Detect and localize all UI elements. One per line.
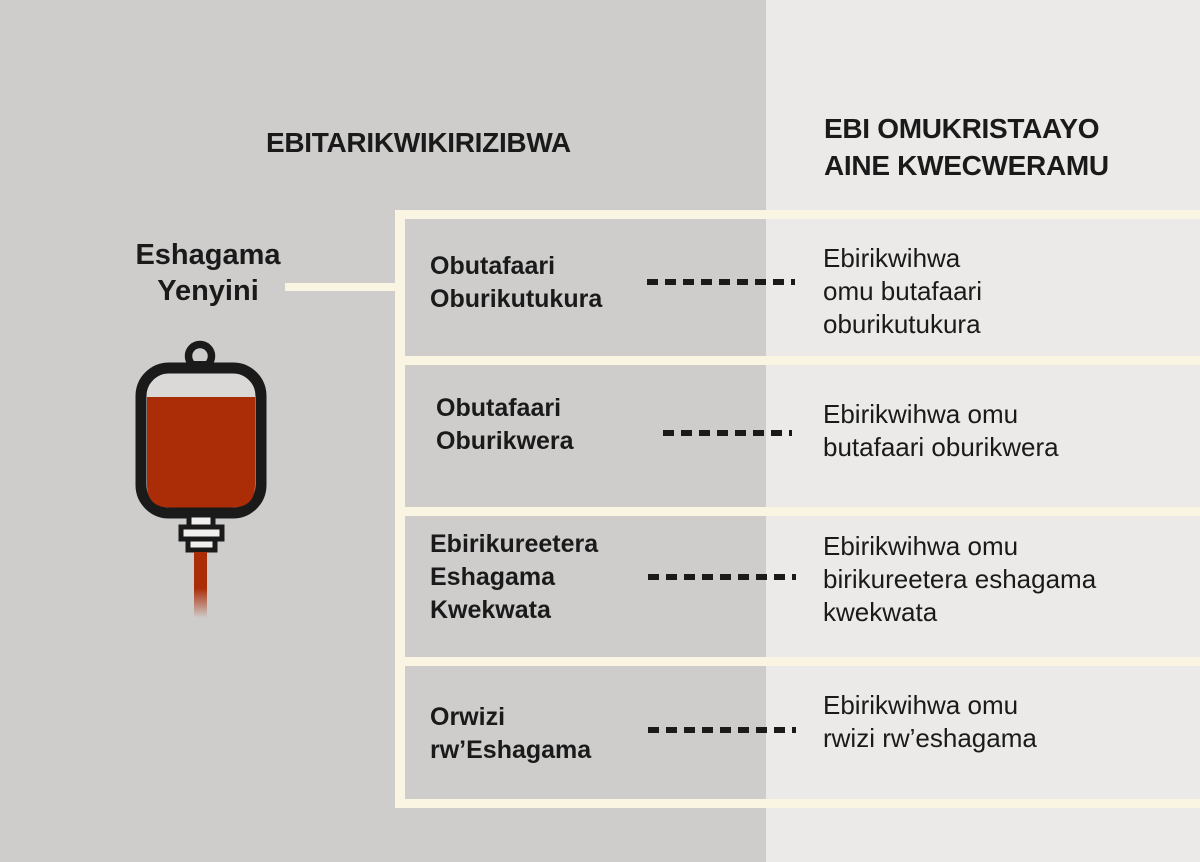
blood-bag-icon <box>135 340 267 618</box>
row4-left-label: Orwizi rw’Eshagama <box>430 703 592 764</box>
bag-port-collar <box>185 536 218 553</box>
row3-dashed-connector <box>648 574 796 580</box>
table-border-row2 <box>395 507 1200 516</box>
row2-left-label: Obutafaari Oburikwera <box>436 394 574 455</box>
left-column-header: EBITARIKWIKIRIZIBWA <box>266 127 571 158</box>
table-border-left <box>395 210 405 808</box>
row1-right-text: Ebirikwihwa omu butafaari oburikutukura <box>823 243 982 339</box>
right-background-panel <box>766 0 1200 862</box>
table-border-bottom <box>395 799 1200 808</box>
source-label: Eshagama Yenyini <box>135 239 281 307</box>
bag-blood-fill <box>147 397 255 508</box>
row3-left-label: Ebirikureetera Eshagama Kwekwata <box>430 530 599 624</box>
row4-dashed-connector <box>648 727 796 733</box>
row2-right-text: Ebirikwihwa omu butafaari oburikwera <box>823 399 1059 462</box>
connector-line <box>285 283 404 291</box>
table-border-row1 <box>395 356 1200 365</box>
row4-right-text: Ebirikwihwa omu rwizi rw’eshagama <box>823 690 1037 753</box>
right-column-header: EBI OMUKRISTAAYO AINE KWECWERAMU <box>824 113 1109 181</box>
bag-tube <box>194 552 207 618</box>
table-border-top <box>395 210 1200 219</box>
table-border-row3 <box>395 657 1200 666</box>
row2-dashed-connector <box>663 430 792 436</box>
row3-right-text: Ebirikwihwa omu birikureetera eshagama k… <box>823 531 1097 627</box>
row1-dashed-connector <box>647 279 795 285</box>
row1-left-label: Obutafaari Oburikutukura <box>430 252 603 313</box>
